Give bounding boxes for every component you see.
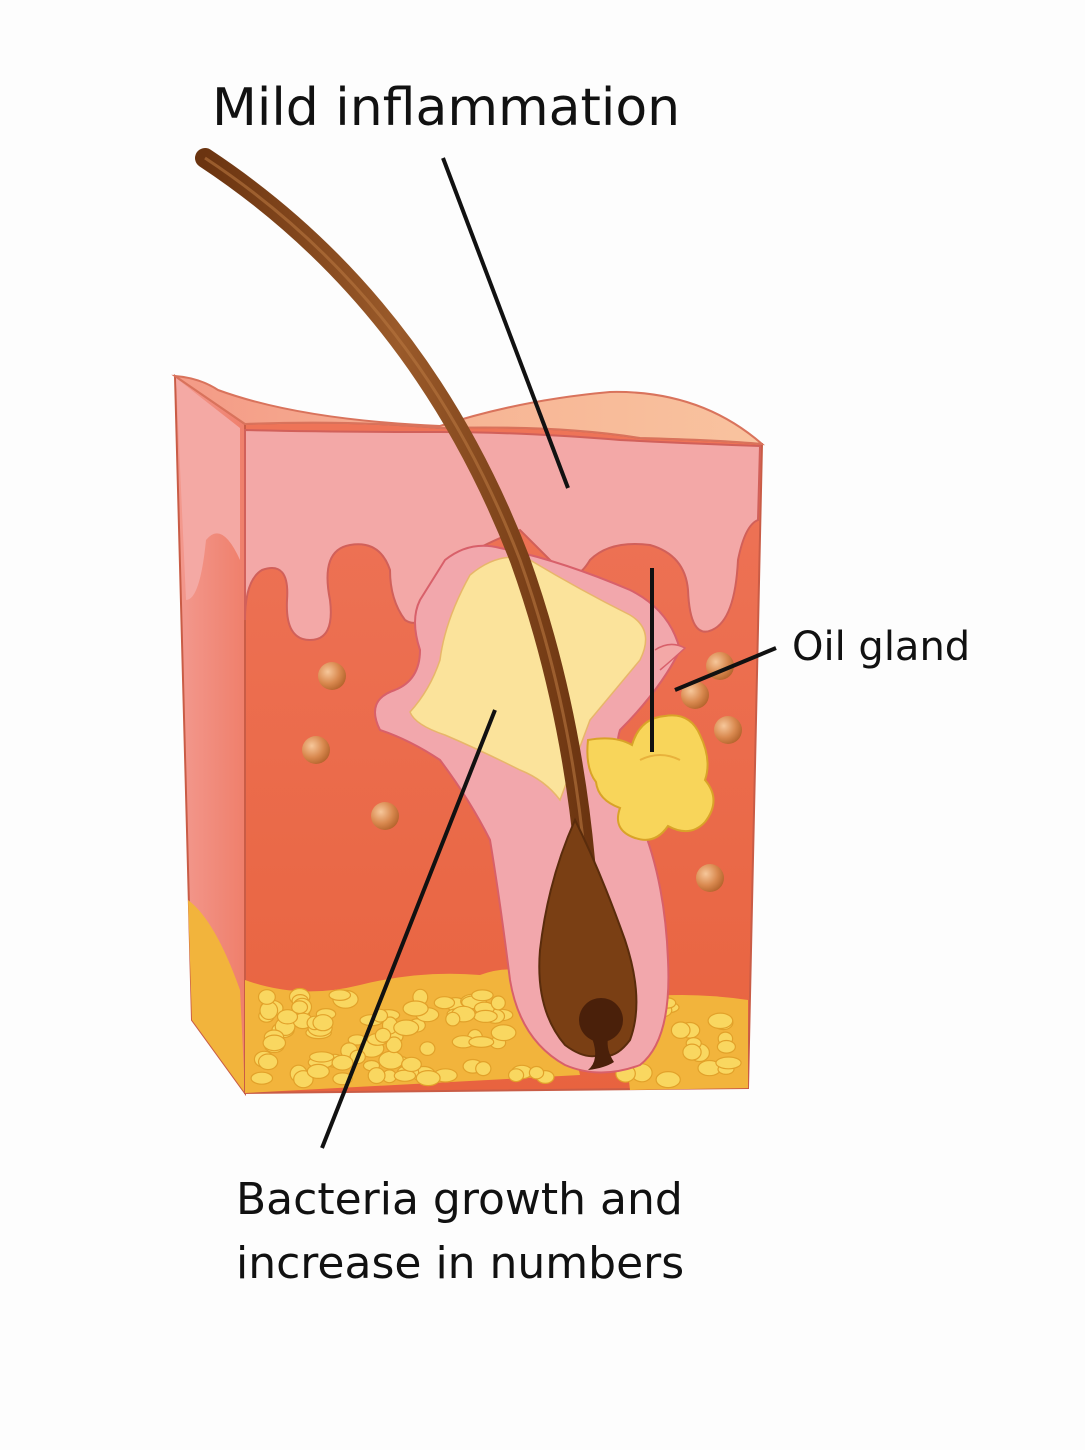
fat-cell bbox=[257, 989, 276, 1005]
fat-cell bbox=[306, 1063, 330, 1080]
fat-cell bbox=[490, 995, 506, 1011]
fat-cell bbox=[276, 1009, 299, 1025]
hair-bulb bbox=[538, 817, 638, 1070]
bacteria-bead bbox=[371, 802, 399, 830]
bacteria-label-line-1: Bacteria growth and bbox=[236, 1174, 683, 1225]
fat-cell bbox=[328, 989, 352, 1001]
bacteria-leader-line bbox=[320, 709, 497, 1149]
bacteria-pocket bbox=[409, 556, 647, 802]
fat-cell bbox=[291, 1000, 309, 1015]
mild-inflammation-label: Mild inflammation bbox=[212, 78, 681, 138]
fat-cell bbox=[385, 1036, 403, 1054]
fat-cell bbox=[707, 1012, 734, 1030]
fat-cell bbox=[716, 1039, 737, 1054]
fat-cell bbox=[528, 1065, 545, 1080]
bacteria-label-line-2: increase in numbers bbox=[236, 1238, 685, 1289]
fat-cell bbox=[433, 996, 456, 1010]
fat-cell bbox=[378, 1050, 404, 1070]
fat-cell bbox=[374, 1027, 392, 1043]
fat-cell bbox=[367, 1067, 386, 1085]
fat-cell bbox=[415, 1069, 441, 1087]
fat-cell bbox=[312, 1014, 334, 1032]
fat-cell bbox=[490, 1024, 517, 1042]
fat-cell bbox=[262, 1034, 287, 1052]
oil-gland-label: Oil gland bbox=[792, 624, 971, 670]
fat-cell bbox=[401, 1056, 422, 1073]
bacteria-bead bbox=[318, 662, 346, 690]
fat-cell bbox=[670, 1021, 691, 1039]
fat-cell bbox=[250, 1071, 274, 1085]
bacteria-bead bbox=[714, 716, 742, 744]
leader-lines bbox=[320, 157, 777, 1149]
bacteria-bead bbox=[696, 864, 724, 892]
fat-cells bbox=[250, 987, 742, 1089]
inflammation-leader-line bbox=[441, 157, 570, 489]
skin-block-side bbox=[173, 374, 246, 1097]
fat-cell bbox=[473, 1009, 498, 1024]
bacteria-beads bbox=[302, 652, 742, 892]
fat-cell bbox=[257, 1053, 279, 1071]
fat-cell bbox=[468, 1035, 495, 1048]
fat-cell bbox=[475, 1060, 492, 1077]
fat-cell bbox=[715, 1056, 742, 1070]
fat-cell bbox=[471, 989, 494, 1002]
skin-surface bbox=[171, 374, 766, 446]
bacteria-growth-label: Bacteria growth and increase in numbers bbox=[236, 1168, 684, 1296]
bacteria-bead bbox=[302, 736, 330, 764]
fat-cell bbox=[419, 1041, 436, 1056]
fat-cell bbox=[655, 1070, 681, 1089]
fat-cell bbox=[445, 1011, 461, 1027]
fat-cell bbox=[309, 1051, 335, 1063]
bacteria-bead bbox=[681, 681, 709, 709]
fat-cell bbox=[402, 1000, 429, 1017]
fat-cell bbox=[331, 1054, 354, 1071]
fat-cell bbox=[507, 1068, 525, 1083]
fat-cell bbox=[682, 1043, 702, 1061]
fat-cell bbox=[393, 1019, 420, 1037]
oil-gland-leader-line bbox=[674, 646, 777, 692]
